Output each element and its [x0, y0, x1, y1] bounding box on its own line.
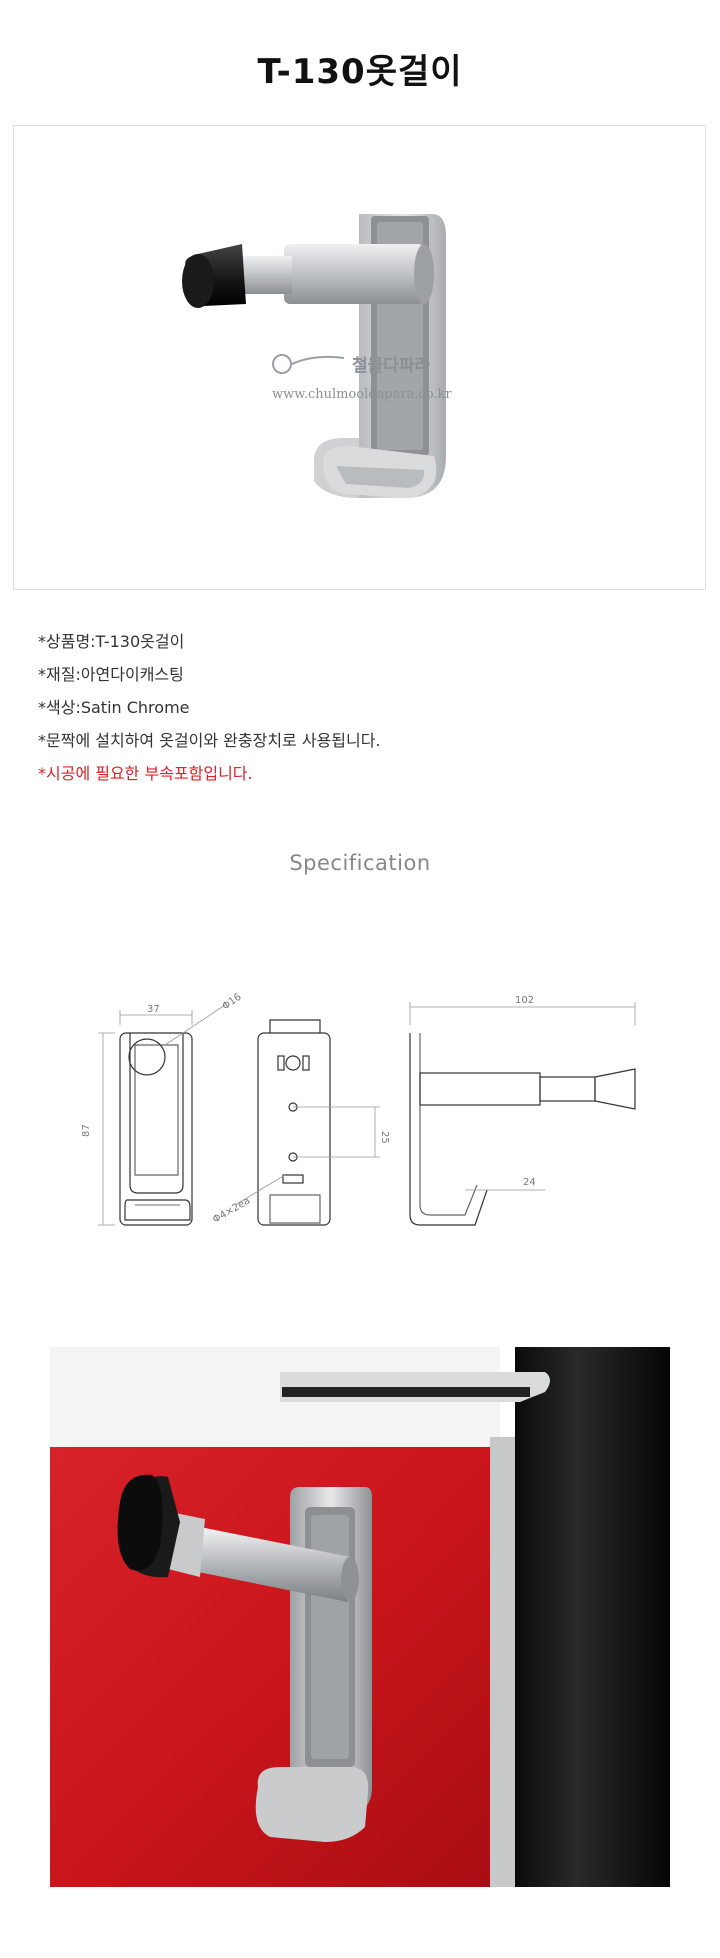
dim-hole-spacing: 25	[379, 1131, 390, 1144]
technical-drawing: 37 87 Φ16 25 Φ4×2ea 102 24	[75, 985, 665, 1245]
watermark: 철물다파라 www.chulmooldapara.co.kr	[272, 354, 452, 402]
installed-photo	[50, 1347, 670, 1887]
product-illustration: 철물다파라 www.chulmooldapara.co.kr	[182, 214, 452, 498]
dim-screw: Φ4×2ea	[211, 1195, 252, 1225]
dim-diameter: Φ16	[220, 992, 243, 1013]
watermark-url: www.chulmooldapara.co.kr	[272, 387, 452, 402]
spec-list: *상품명:T-130옷걸이 *재질:아연다이캐스팅 *색상:Satin Chro…	[38, 625, 698, 790]
dim-hook: 24	[523, 1177, 536, 1188]
dim-width: 37	[147, 1004, 160, 1015]
spec-color: *색상:Satin Chrome	[38, 698, 190, 717]
dim-height: 87	[81, 1124, 92, 1137]
spec-product-name: *상품명:T-130옷걸이	[38, 632, 185, 651]
spec-included-parts: *시공에 필요한 부속포함입니다.	[38, 764, 253, 783]
dim-length: 102	[515, 995, 534, 1006]
product-image: 철물다파라 www.chulmooldapara.co.kr	[13, 125, 706, 590]
specification-heading: Specification	[289, 851, 431, 875]
technical-drawing-svg: 37 87 Φ16 25 Φ4×2ea 102 24	[81, 992, 636, 1226]
watermark-brand: 철물다파라	[352, 356, 431, 376]
installed-photo-illustration	[50, 1347, 670, 1887]
spec-usage: *문짝에 설치하여 옷걸이와 완충장치로 사용됩니다.	[38, 731, 381, 750]
product-title: T-130옷걸이	[257, 52, 463, 92]
spec-material: *재질:아연다이캐스팅	[38, 665, 184, 684]
